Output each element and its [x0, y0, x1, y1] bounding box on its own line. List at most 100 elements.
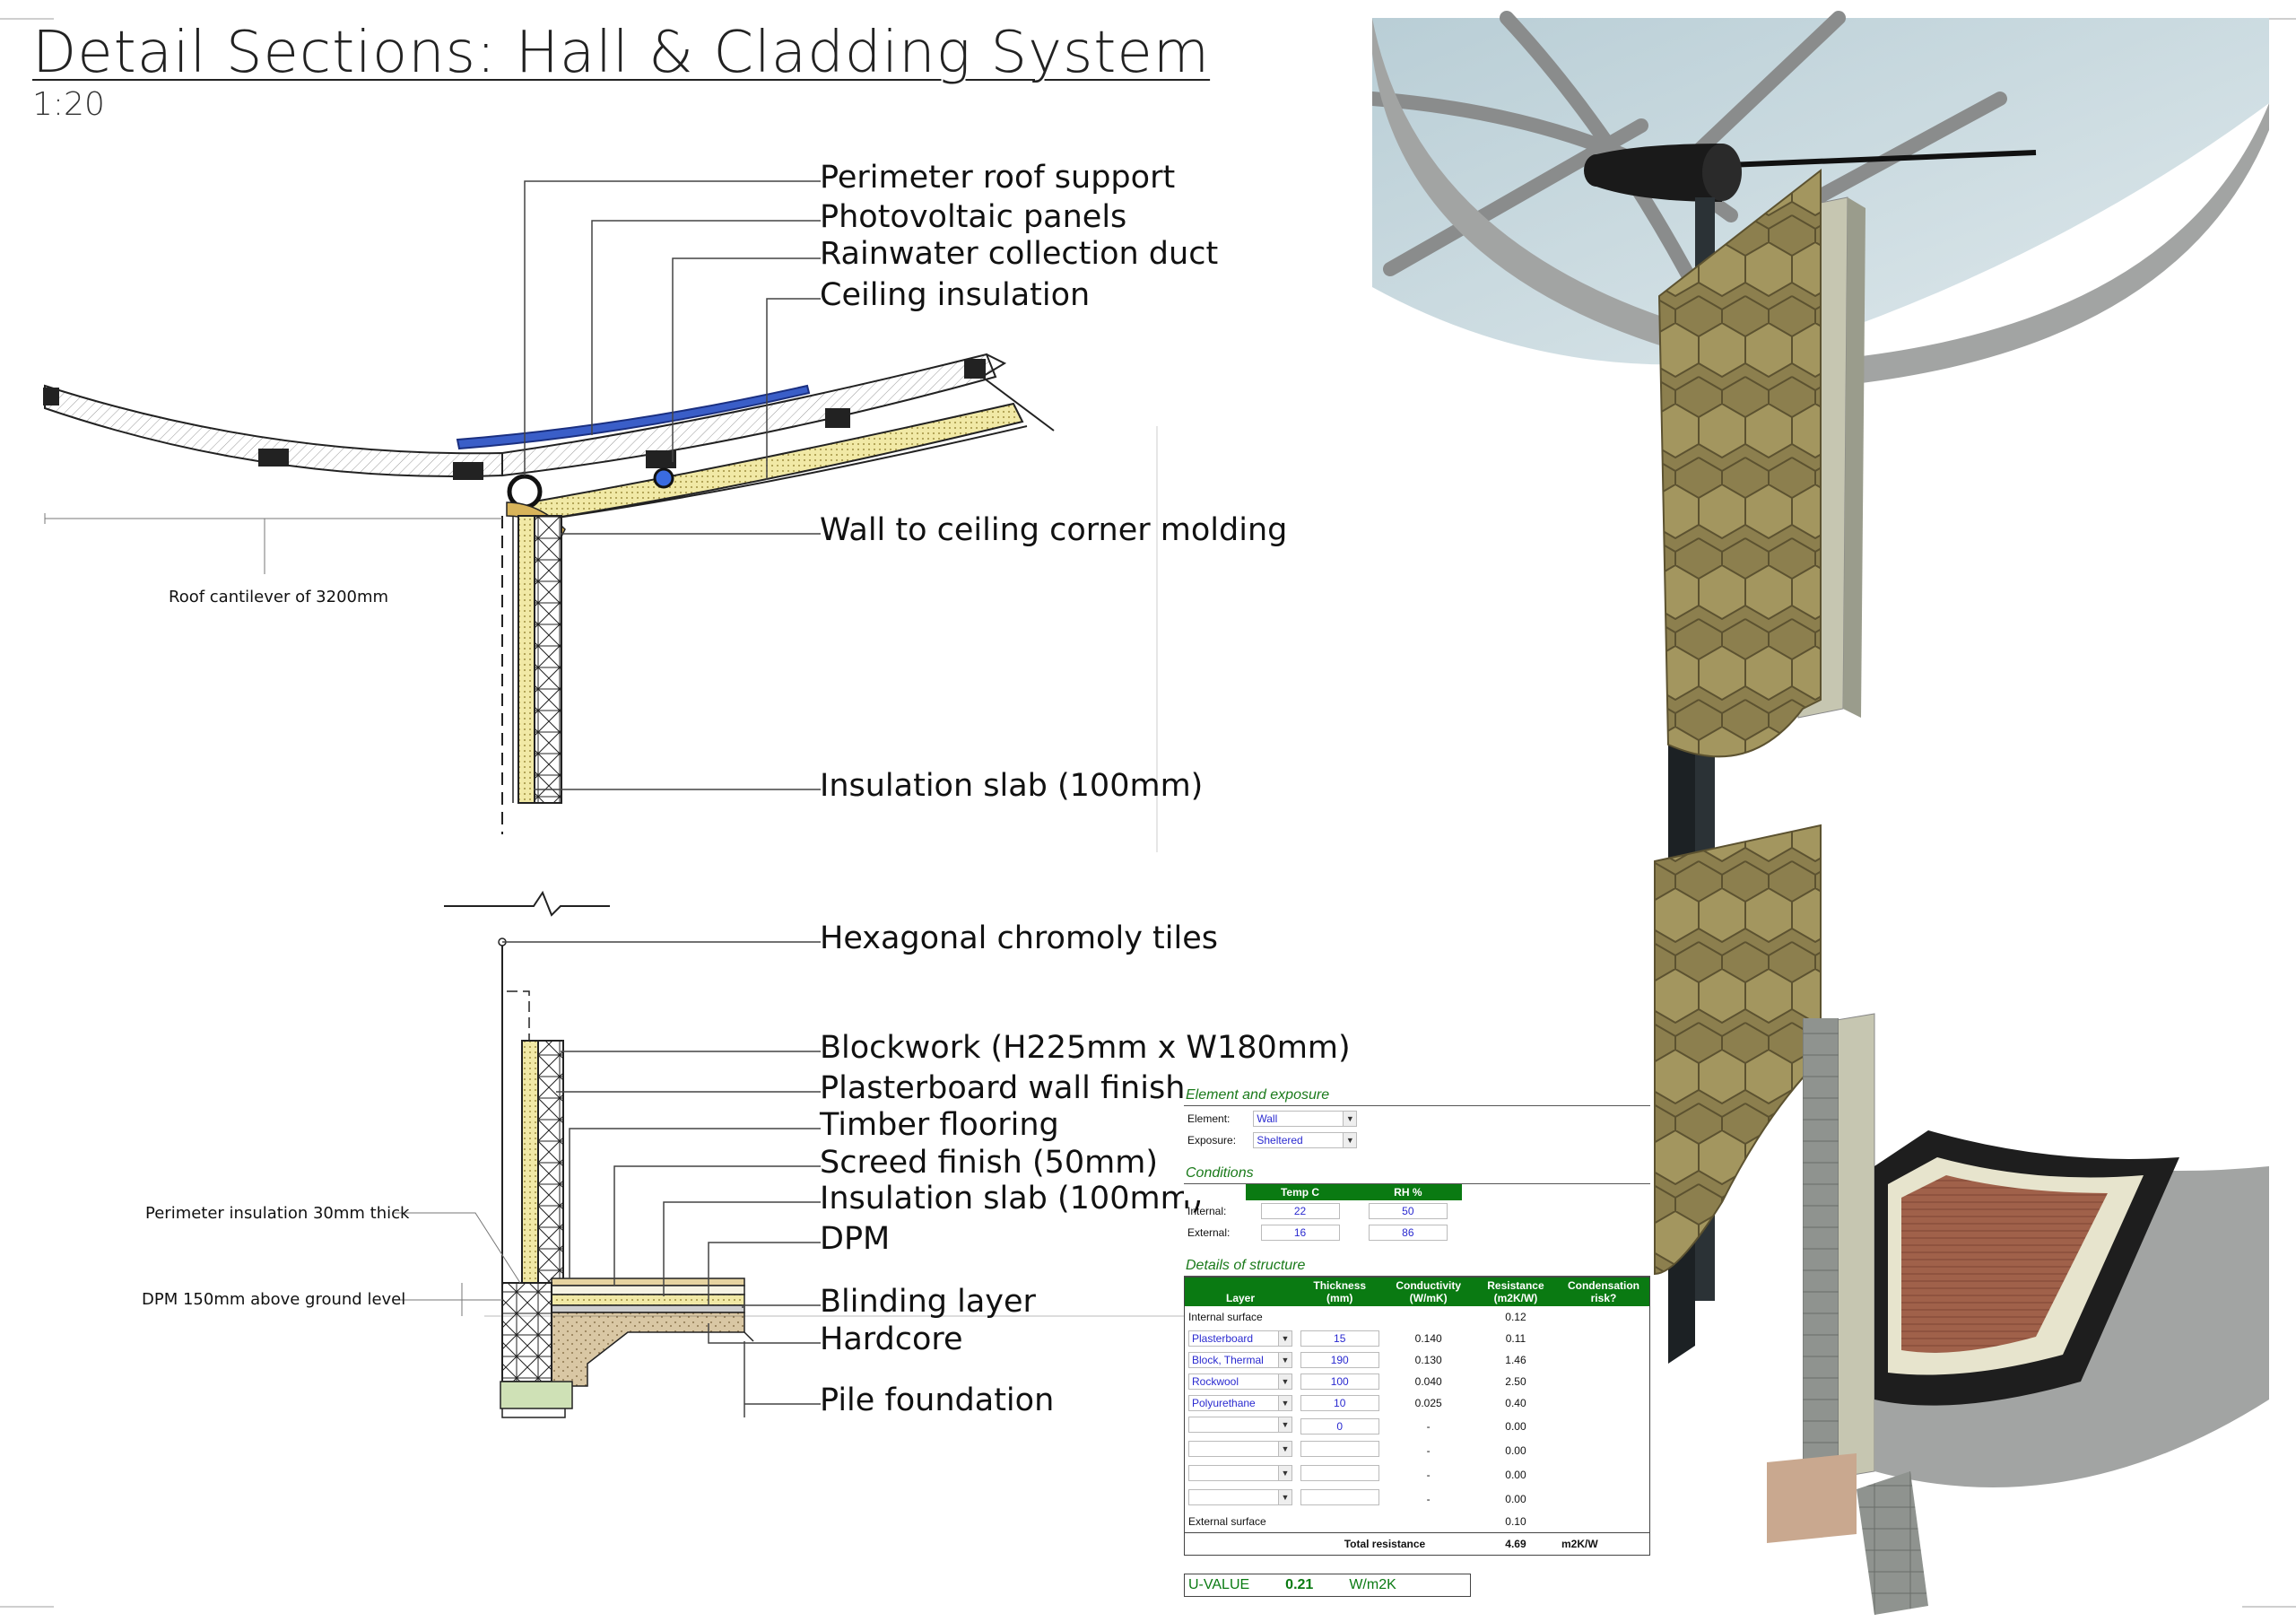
note-cantilever: Roof cantilever of 3200mm [169, 588, 389, 606]
layer-select[interactable]: Rockwool ▼ [1188, 1373, 1292, 1390]
rh-header: RH % [1353, 1184, 1462, 1200]
conductivity-value: - [1426, 1419, 1431, 1433]
exposure-value: Sheltered [1257, 1134, 1303, 1147]
conductivity-value: - [1426, 1468, 1431, 1481]
chevron-down-icon[interactable]: ▼ [1278, 1442, 1292, 1456]
layer-select[interactable]: ▼ [1188, 1417, 1292, 1433]
thickness-input[interactable] [1300, 1441, 1379, 1457]
thickness-input[interactable]: 100 [1300, 1373, 1379, 1390]
internal-surface-label: Internal surface [1188, 1311, 1263, 1323]
exposure-label: Exposure: [1187, 1134, 1237, 1147]
internal-rh-input[interactable]: 50 [1368, 1203, 1448, 1219]
callout-perimeter-roof-support: Perimeter roof support [820, 160, 1176, 196]
chevron-down-icon[interactable]: ▼ [1278, 1353, 1292, 1367]
resistance-value: 2.50 [1505, 1375, 1526, 1388]
callout-hexagonal-tiles: Hexagonal chromoly tiles [820, 920, 1218, 956]
note-perimeter-insulation: Perimeter insulation 30mm thick [145, 1204, 410, 1223]
internal-temp-input[interactable]: 22 [1260, 1203, 1340, 1219]
layer-select[interactable]: ▼ [1188, 1465, 1292, 1481]
callout-corner-molding: Wall to ceiling corner molding [820, 512, 1288, 548]
condensation-value [1558, 1328, 1650, 1349]
note-dpm-level: DPM 150mm above ground level [142, 1290, 406, 1309]
layer-select[interactable]: Block, Thermal ▼ [1188, 1352, 1292, 1368]
layer-select[interactable]: ▼ [1188, 1441, 1292, 1457]
callout-ceiling-insulation: Ceiling insulation [820, 277, 1091, 313]
chevron-down-icon[interactable]: ▼ [1278, 1374, 1292, 1389]
thickness-input[interactable] [1300, 1489, 1379, 1505]
resistance-value: 0.40 [1505, 1397, 1526, 1409]
chevron-down-icon[interactable]: ▼ [1278, 1417, 1292, 1432]
layer-select[interactable]: Polyurethane▼ [1188, 1395, 1292, 1411]
external-row: External: 16 86 [1184, 1222, 1462, 1243]
conductivity-value: - [1426, 1492, 1431, 1505]
total-unit: m2K/W [1561, 1538, 1598, 1550]
element-select[interactable]: Wall ▼ [1253, 1111, 1358, 1127]
conductivity-value: - [1426, 1443, 1431, 1457]
layer-name: Block, Thermal [1192, 1354, 1264, 1366]
layer-row: Block, Thermal ▼ 190 0.130 1.46 [1185, 1349, 1650, 1371]
external-surface-row: External surface 0.10 [1185, 1511, 1650, 1533]
condensation-value [1558, 1414, 1650, 1438]
external-label: External: [1187, 1226, 1231, 1239]
chevron-down-icon[interactable]: ▼ [1278, 1331, 1292, 1346]
u-value-number: 0.21 [1285, 1577, 1314, 1592]
resistance-value: 0.00 [1505, 1419, 1526, 1433]
internal-surface-resistance: 0.12 [1505, 1311, 1526, 1323]
chevron-down-icon[interactable]: ▼ [1278, 1490, 1292, 1504]
crop-mark [2242, 1606, 2296, 1608]
resistance-value: 1.46 [1505, 1354, 1526, 1366]
layer-select[interactable]: Plasterboard ▼ [1188, 1330, 1292, 1347]
callout-rainwater-duct: Rainwater collection duct [820, 236, 1219, 272]
conditions-table: Temp C RH % Internal: 22 50 External: 16… [1184, 1184, 1462, 1243]
layer-row: ▼ - 0.00 [1185, 1487, 1650, 1511]
layer-select[interactable]: ▼ [1188, 1489, 1292, 1505]
section-drawing [43, 180, 1184, 1418]
layer-name: Rockwool [1192, 1375, 1239, 1388]
cladding-render [1372, 11, 2269, 1615]
conductivity-value: 0.130 [1414, 1354, 1442, 1366]
thickness-input[interactable] [1300, 1465, 1379, 1481]
condensation-value [1558, 1438, 1650, 1462]
external-temp-input[interactable]: 16 [1260, 1225, 1340, 1241]
callout-screed-finish: Screed finish (50mm) [820, 1145, 1159, 1181]
condensation-value [1558, 1487, 1650, 1511]
resistance-header: Resistance (m2K/W) [1473, 1277, 1558, 1306]
layer-row: ▼ 0 - 0.00 [1185, 1414, 1650, 1438]
callout-blockwork: Blockwork (H225mm x W180mm) [820, 1030, 1351, 1066]
element-value: Wall [1257, 1112, 1278, 1125]
conductivity-value: 0.040 [1414, 1375, 1442, 1388]
temp-header: Temp C [1246, 1184, 1354, 1200]
u-value-box: U-VALUE 0.21 W/m2K [1184, 1574, 1471, 1597]
thickness-input[interactable]: 10 [1300, 1395, 1379, 1411]
resistance-value: 0.00 [1505, 1492, 1526, 1505]
total-value: 4.69 [1505, 1538, 1526, 1550]
structure-table: Layer Thickness (mm) Conductivity (W/mK)… [1184, 1277, 1650, 1556]
u-value-label: U-VALUE [1188, 1577, 1250, 1592]
conductivity-value: 0.025 [1414, 1397, 1442, 1409]
resistance-value: 0.00 [1505, 1468, 1526, 1481]
conductivity-value: 0.140 [1414, 1332, 1442, 1345]
total-label: Total resistance [1344, 1538, 1426, 1550]
layer-row: ▼ - 0.00 [1185, 1438, 1650, 1462]
callout-pile-foundation: Pile foundation [820, 1382, 1055, 1418]
layer-name: Plasterboard [1192, 1332, 1254, 1345]
chevron-down-icon[interactable]: ▼ [1278, 1396, 1292, 1410]
external-rh-input[interactable]: 86 [1368, 1225, 1448, 1241]
exposure-select[interactable]: Sheltered ▼ [1253, 1132, 1358, 1148]
condensation-value [1558, 1349, 1650, 1371]
thickness-input[interactable]: 190 [1300, 1352, 1379, 1368]
structure-title: Details of structure [1184, 1256, 1650, 1277]
condensation-value [1558, 1462, 1650, 1487]
internal-row: Internal: 22 50 [1184, 1200, 1462, 1222]
element-table: Element: Wall▼ Exposure: Sheltered▼ [1184, 1108, 1381, 1151]
chevron-down-icon[interactable]: ▼ [1343, 1112, 1357, 1126]
thickness-input[interactable]: 15 [1300, 1330, 1379, 1347]
resistance-value: 0.00 [1505, 1443, 1526, 1457]
crop-mark [0, 1606, 54, 1608]
thickness-input[interactable]: 0 [1300, 1417, 1379, 1435]
u-value-unit: W/m2K [1349, 1577, 1396, 1592]
chevron-down-icon[interactable]: ▼ [1343, 1133, 1357, 1147]
condensation-value [1558, 1371, 1650, 1392]
chevron-down-icon[interactable]: ▼ [1278, 1466, 1292, 1480]
